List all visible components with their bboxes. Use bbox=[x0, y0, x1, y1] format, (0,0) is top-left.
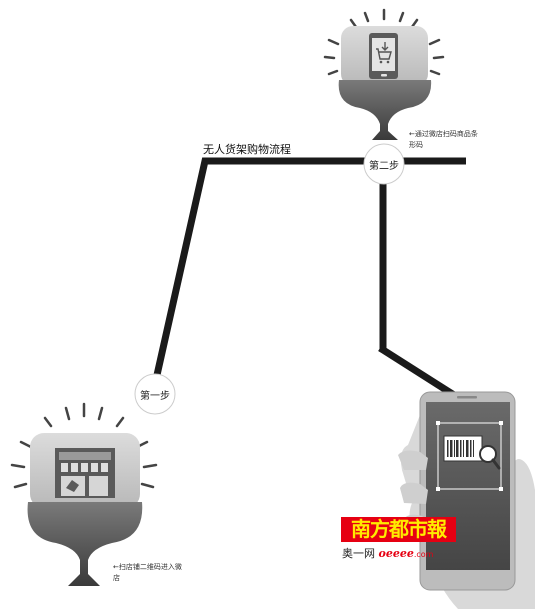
step2-circle bbox=[363, 143, 405, 185]
bottom-stand bbox=[10, 402, 158, 586]
phone-cart-download-icon bbox=[369, 33, 398, 79]
step1-note: ←扫店铺二维码进入微店 bbox=[113, 563, 182, 582]
top-stand bbox=[323, 8, 445, 140]
diagram-title: 无人货架购物流程 bbox=[203, 143, 291, 156]
watermark-site: 奥一网 oeeee.com bbox=[342, 545, 433, 561]
barcode-magnifier-icon bbox=[443, 435, 501, 470]
flow-path-diagonal bbox=[378, 345, 456, 398]
watermark-brand: 南方都市報 bbox=[341, 517, 456, 542]
top-stand-rays bbox=[323, 8, 445, 76]
watermark-site-prefix: 奥一网 bbox=[342, 547, 375, 560]
flow-path-main bbox=[153, 157, 466, 376]
phone-screen bbox=[426, 402, 510, 570]
bottom-stand-rays bbox=[10, 402, 158, 489]
watermark-site-name: oeeee bbox=[378, 547, 414, 560]
step2-label: 第二步 bbox=[369, 161, 399, 172]
step1-label: 第一步 bbox=[140, 391, 170, 402]
scan-frame bbox=[437, 422, 502, 490]
watermark-site-suffix: .com bbox=[413, 550, 434, 559]
step1-circle bbox=[134, 373, 176, 415]
storefront-icon bbox=[55, 448, 115, 498]
hand-phone bbox=[398, 391, 535, 609]
step2-note: ←通过微店扫码商品条形码 bbox=[409, 130, 478, 149]
